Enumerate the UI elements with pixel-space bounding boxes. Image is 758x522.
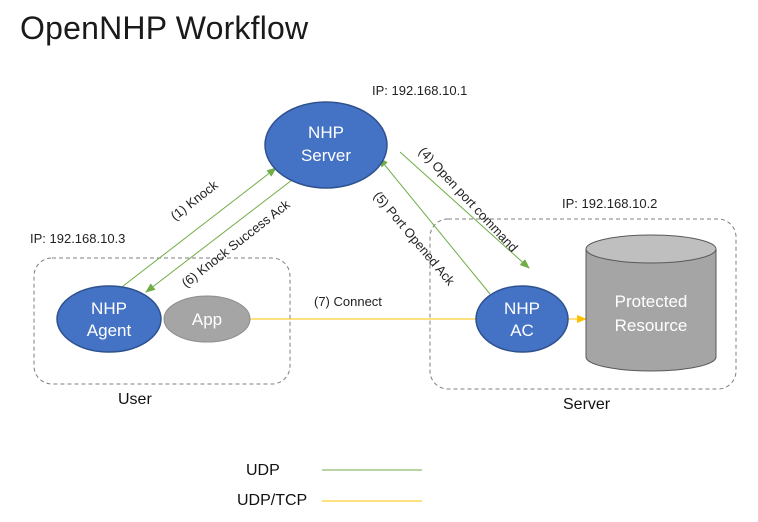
nhp-agent-line2: Agent bbox=[87, 321, 132, 340]
legend-udp-label: UDP bbox=[246, 462, 280, 479]
knock-ack-label: (6) Knock Success Ack bbox=[179, 196, 293, 290]
app-node: App bbox=[163, 295, 251, 343]
nhp-ac-node: NHP AC bbox=[475, 285, 569, 353]
nhp-ac-line1: NHP bbox=[504, 299, 540, 318]
user-group-label: User bbox=[118, 391, 152, 408]
protected-resource-line2: Resource bbox=[615, 316, 688, 335]
legend: UDP UDP/TCP bbox=[237, 462, 422, 509]
nhp-server-node: NHP Server bbox=[264, 101, 388, 189]
server-group-ip-label: IP: 192.168.10.2 bbox=[562, 196, 657, 211]
protected-resource-line1: Protected bbox=[615, 292, 688, 311]
nhp-agent-node: NHP Agent bbox=[56, 285, 162, 353]
open-port-label: (4) Open port command bbox=[416, 144, 521, 255]
knock-ack-arrow bbox=[145, 179, 293, 293]
legend-udp-tcp-label: UDP/TCP bbox=[237, 492, 307, 509]
diagram-title: OpenNHP Workflow bbox=[20, 10, 309, 46]
protected-resource-node: Protected Resource bbox=[585, 234, 717, 372]
user-group-ip-label: IP: 192.168.10.3 bbox=[30, 231, 125, 246]
nhp-ac-line2: AC bbox=[510, 321, 534, 340]
port-opened-arrow bbox=[378, 157, 491, 295]
server-group-box bbox=[429, 218, 737, 390]
nhp-server-line2: Server bbox=[301, 146, 351, 165]
nhp-agent-line1: NHP bbox=[91, 299, 127, 318]
nhp-server-line1: NHP bbox=[308, 123, 344, 142]
server-group-label: Server bbox=[563, 396, 611, 413]
user-group-box bbox=[33, 257, 291, 385]
app-label: App bbox=[192, 310, 222, 329]
open-port-arrow bbox=[399, 151, 530, 269]
knock-arrow bbox=[117, 167, 277, 291]
connect-label: (7) Connect bbox=[314, 294, 382, 309]
server-ip-label: IP: 192.168.10.1 bbox=[372, 83, 467, 98]
